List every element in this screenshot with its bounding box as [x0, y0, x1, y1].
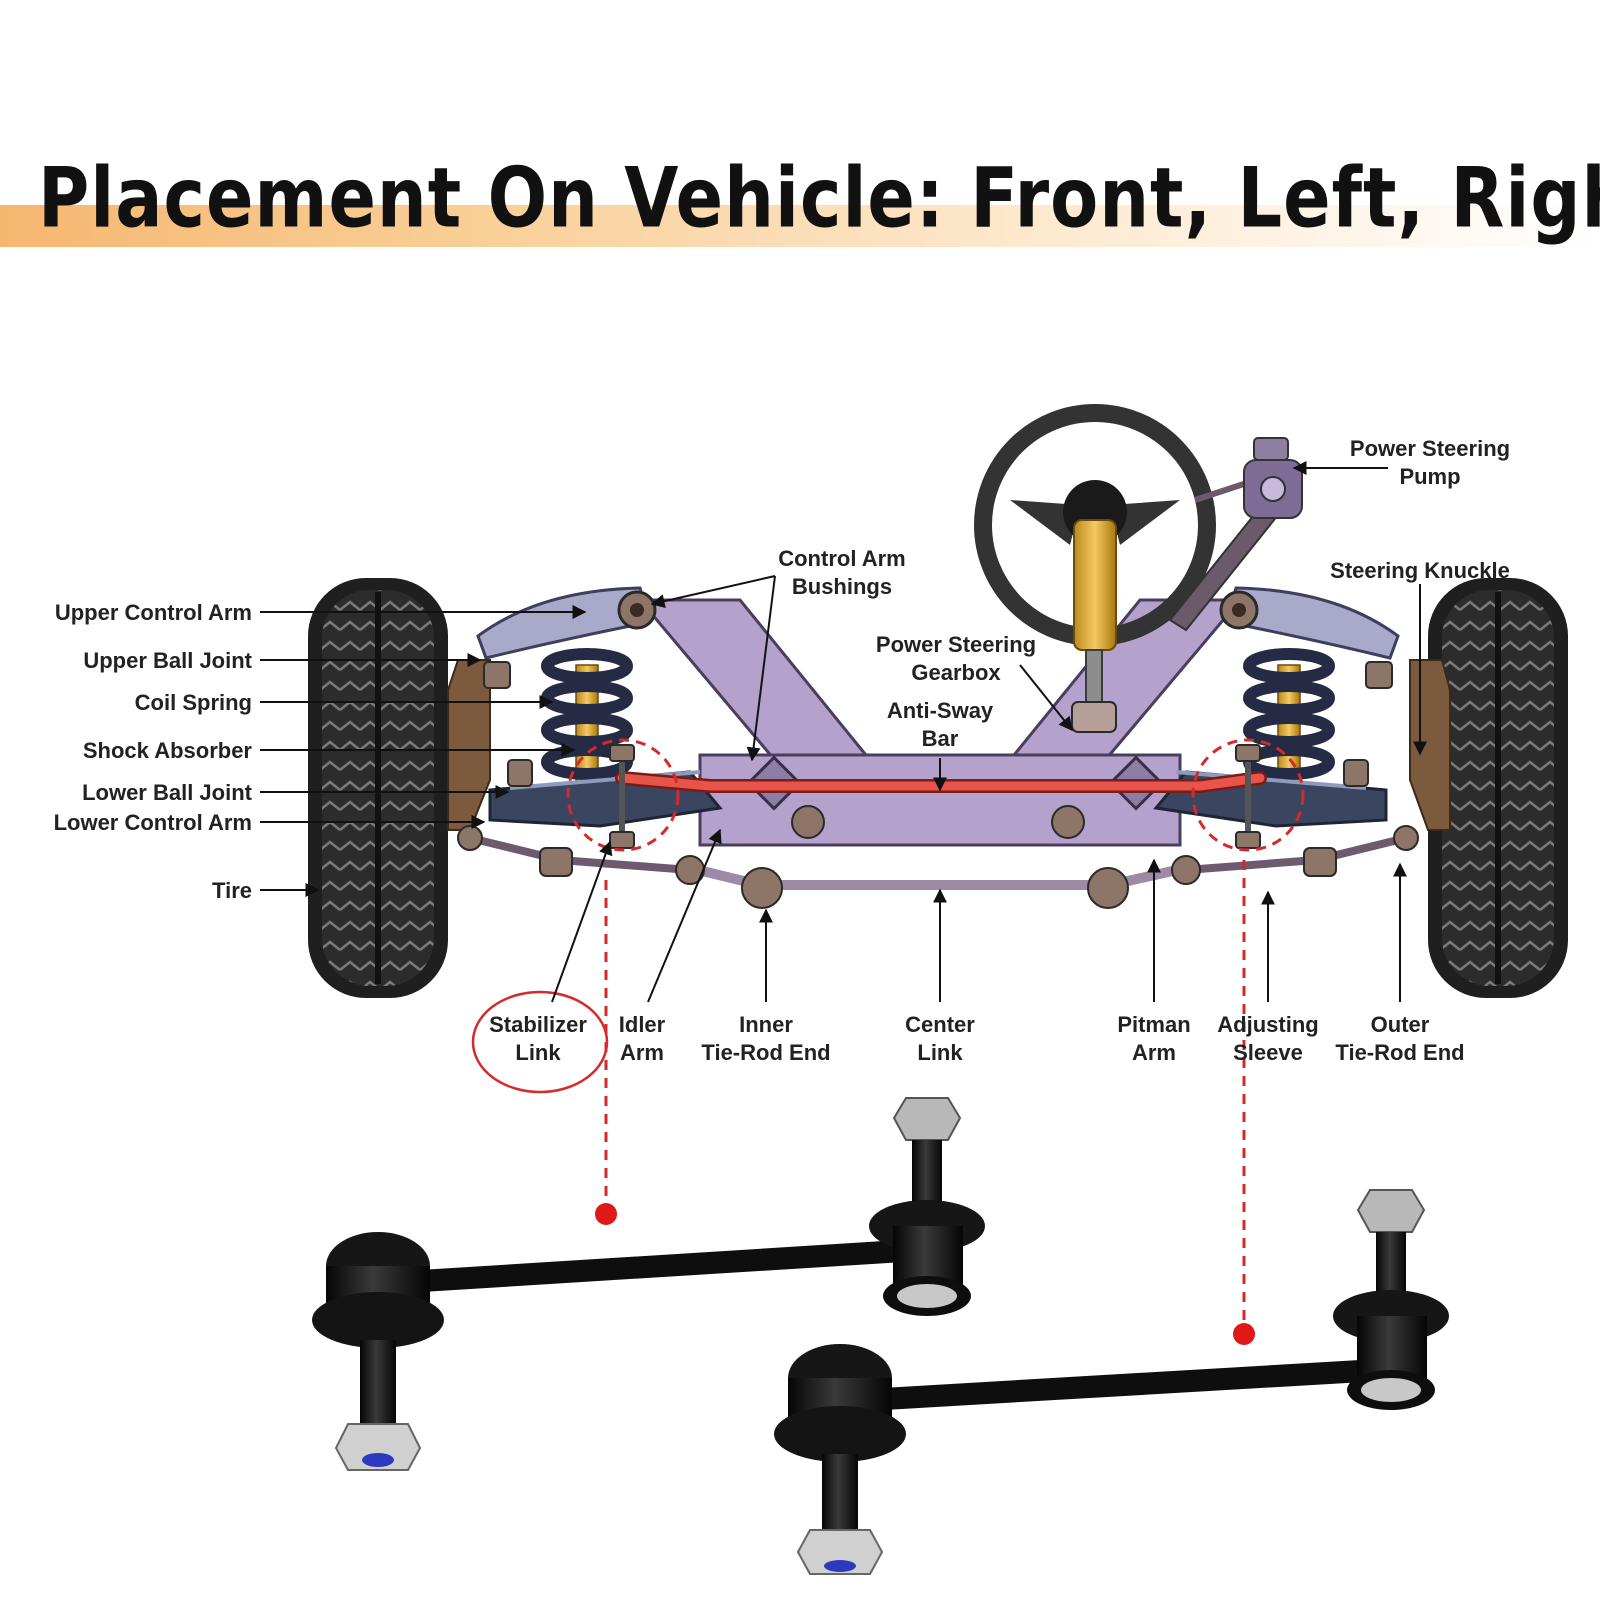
- label-center-link-1: Center: [905, 1012, 975, 1037]
- steering-column: [1073, 519, 1117, 651]
- right-highlight-circle: [1191, 738, 1305, 852]
- steering-linkage: [457, 825, 1419, 909]
- right-tire: [1428, 578, 1568, 998]
- left-stabilizer-link-diagram: [609, 744, 635, 849]
- leader-lines: [260, 461, 1427, 1003]
- label-pitman-arm-1: Pitman: [1117, 1012, 1190, 1037]
- label-stabilizer-link-1: Stabilizer: [489, 1012, 587, 1037]
- left-red-dot: [595, 1203, 617, 1225]
- anti-sway-bar: [615, 771, 1267, 793]
- stabilizer-link-product-2: [774, 1189, 1449, 1575]
- title-band: [0, 205, 1600, 247]
- left-frame-bushing: [791, 805, 825, 839]
- label-stabilizer-link-2: Link: [515, 1040, 561, 1065]
- page-title: Placement On Vehicle: Front, Left, Right: [38, 150, 1600, 247]
- label-center-link-2: Link: [917, 1040, 963, 1065]
- right-stabilizer-link-diagram: [1235, 744, 1261, 849]
- red-pointer-lines: [604, 860, 1246, 1328]
- label-shock-absorber: Shock Absorber: [83, 738, 253, 763]
- power-steering-pump: [1243, 437, 1303, 519]
- label-power-steering-pump-1: Power Steering: [1350, 436, 1510, 461]
- label-outer-tie-rod-end-2: Tie-Rod End: [1335, 1040, 1464, 1065]
- label-outer-tie-rod-end-1: Outer: [1371, 1012, 1430, 1037]
- label-power-steering-gearbox-2: Gearbox: [911, 660, 1001, 685]
- label-idler-arm-1: Idler: [619, 1012, 666, 1037]
- label-inner-tie-rod-end-1: Inner: [739, 1012, 793, 1037]
- label-steering-knuckle: Steering Knuckle: [1330, 558, 1510, 583]
- label-idler-arm-2: Arm: [620, 1040, 664, 1065]
- power-steering-gearbox: [1071, 701, 1117, 733]
- label-adjusting-sleeve-2: Sleeve: [1233, 1040, 1303, 1065]
- label-lower-control-arm: Lower Control Arm: [54, 810, 252, 835]
- label-power-steering-pump-2: Pump: [1399, 464, 1460, 489]
- left-upper-control-arm: [476, 586, 657, 660]
- label-control-arm-bushings-1: Control Arm: [778, 546, 906, 571]
- label-adjusting-sleeve-1: Adjusting: [1217, 1012, 1318, 1037]
- label-coil-spring: Coil Spring: [135, 690, 252, 715]
- left-tire: [308, 578, 448, 998]
- labels: Upper Control Arm Upper Ball Joint Coil …: [54, 436, 1511, 1065]
- label-upper-ball-joint: Upper Ball Joint: [83, 648, 252, 673]
- right-frame-bushing: [1051, 805, 1085, 839]
- left-upper-ball-joint: [483, 661, 511, 689]
- right-red-dot: [1233, 1323, 1255, 1345]
- label-inner-tie-rod-end-2: Tie-Rod End: [701, 1040, 830, 1065]
- label-control-arm-bushings-2: Bushings: [792, 574, 892, 599]
- label-anti-sway-bar-2: Bar: [922, 726, 959, 751]
- right-coil-spring: [1243, 648, 1335, 806]
- label-anti-sway-bar-1: Anti-Sway: [887, 698, 994, 723]
- left-highlight-circle: [566, 738, 680, 852]
- label-upper-control-arm: Upper Control Arm: [55, 600, 252, 625]
- right-steering-knuckle: [1409, 659, 1451, 831]
- label-pitman-arm-2: Arm: [1132, 1040, 1176, 1065]
- label-lower-ball-joint: Lower Ball Joint: [82, 780, 253, 805]
- right-upper-control-arm: [1219, 586, 1400, 660]
- right-upper-ball-joint: [1365, 661, 1393, 689]
- label-power-steering-gearbox-1: Power Steering: [876, 632, 1036, 657]
- stabilizer-link-product-1: [312, 1097, 985, 1471]
- label-tire: Tire: [212, 878, 252, 903]
